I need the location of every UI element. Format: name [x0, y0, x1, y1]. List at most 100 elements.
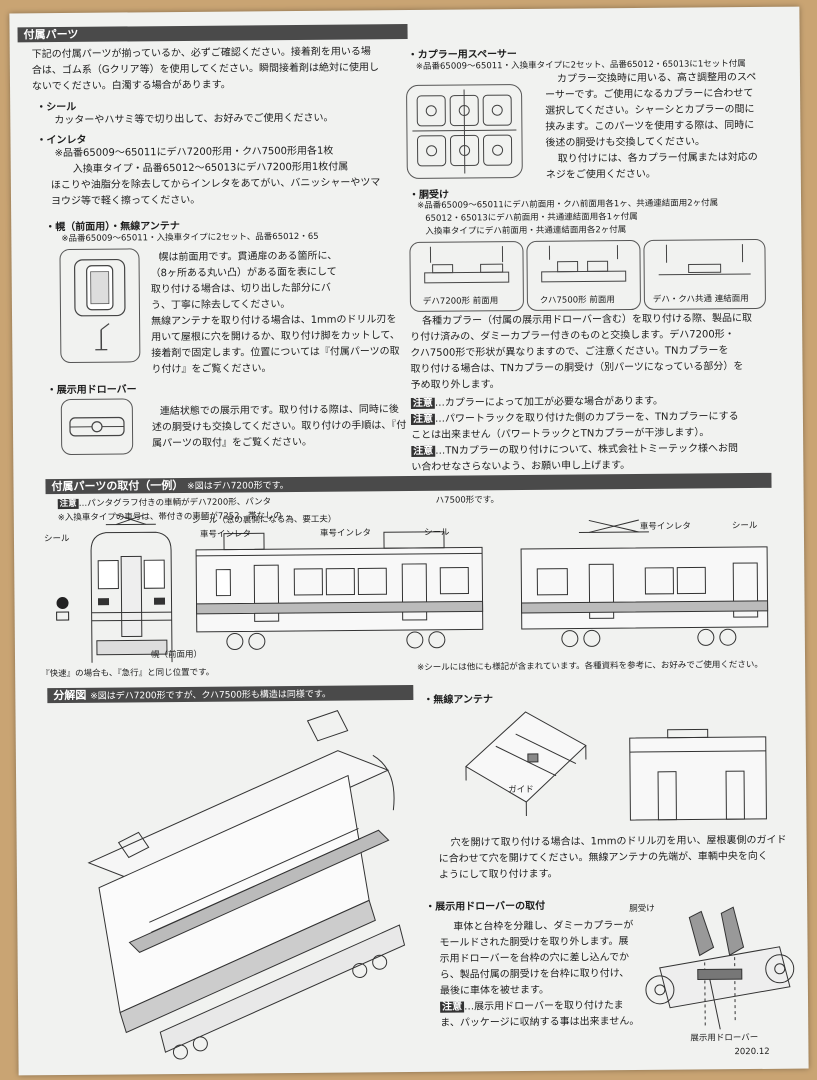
- horo-line-5: 無線アンテナを取り付ける場合は、1mmのドリル刃を: [151, 314, 397, 328]
- drawbar-install-line-4: ら、製品付属の胴受けを台枠に取り付け、: [439, 968, 630, 981]
- drawbar-line-1: 連結状態での展示用です。取り付ける際は、同時に後: [159, 404, 399, 418]
- warn-line-2: 注意…パワートラックを取り付けた側のカプラーを、TNカプラーにする: [410, 411, 739, 425]
- coupler-line-3: クハ7500形で形状が異なりますので、ご注意ください。TNカプラーを: [410, 345, 729, 359]
- horo-line-1: 幌は前面用です。貫通扉のある箇所に、: [158, 250, 338, 264]
- dou-deha-drawing: [424, 246, 510, 284]
- dou-common-drawing: [658, 244, 751, 276]
- warn-line-4: 注意…TNカプラーの取り付けについて、株式会社トミーテック様へお問: [411, 443, 739, 457]
- section-title-parts: 付属パーツ: [17, 23, 408, 43]
- label-seal-2: シール（窓の裏側になる為、要工夫）: [191, 514, 337, 526]
- dou-heading: ・胴受け: [408, 189, 450, 201]
- kaisoku-note: 『快速』の場合も、『急行』と同じ位置です。: [41, 667, 215, 680]
- drawbar-install-line-1: 車体と台枠を分離し、ダミーカプラーが: [453, 920, 634, 933]
- warn-badge: 注意: [410, 397, 435, 409]
- dou-kuha-drawing: [541, 245, 627, 283]
- dou-kuha-front-illustration: クハ7500形 前面用: [526, 239, 641, 311]
- coupler-line-2: り付け済みの、ダミーカプラー付きのものと交換します。デハ7200形・: [410, 329, 735, 343]
- seal-heading: ・シール: [36, 101, 77, 114]
- intro-line-3: ないでください。白濁する場合があります。: [31, 79, 231, 93]
- exploded-view-drawing: [87, 710, 406, 1060]
- spacer-drawing: [412, 89, 517, 174]
- kaisoku-badge-icon: [56, 597, 70, 621]
- horo-note: ※品番65009〜65011・入換車タイプに2セット、品番65012・65: [61, 231, 319, 245]
- train-side-view-deha: [195, 531, 484, 651]
- seal-text: カッターやハサミ等で切り出して、お好みでご使用ください。: [54, 112, 334, 127]
- spacer-line-2: ーサーです。ご使用になるカプラーに合わせて: [545, 87, 754, 101]
- dou-note-3: 入換車タイプにデハ前面用・共通連結面用各2ヶ付属: [425, 225, 627, 237]
- drawbar-install-drawing: [645, 906, 795, 1030]
- warn-badge: 注意: [410, 413, 435, 425]
- drawbar-install-heading: ・展示用ドローバーの取付: [425, 900, 546, 913]
- spacer-line-3: 選択してください。シャーシとカプラーの間に: [545, 103, 755, 117]
- installation-warn-tail: ハ7500形です。: [435, 495, 499, 506]
- spacer-line-7: ネジをご使用ください。: [545, 168, 656, 181]
- spacer-line-6: 取り付けには、各カプラー付属または対応の: [557, 151, 758, 165]
- label-inleta-3: 車号インレタ: [639, 521, 691, 532]
- seal-usage-note: ※シールには他にも様記が含まれています。各種資料を参考に、お好みでご使用ください…: [417, 659, 763, 673]
- intro-line-2: 合は、ゴム系（Gクリア等）を使用してください。瞬間接着剤は絶対に使用し: [31, 62, 380, 77]
- spacer-heading: ・カプラー用スペーサー: [407, 49, 517, 61]
- antenna-line-3: ようにして取り付けます。: [438, 868, 558, 881]
- label-dou: 胴受け: [629, 903, 655, 915]
- warn-line-5: い合わせなさらないよう、お願い申し上げます。: [411, 460, 631, 473]
- inleta-line-4: ヨウジ等で軽く擦ってください。: [50, 194, 201, 208]
- antenna-roof-drawing: [465, 711, 587, 816]
- warn-line-3: ことは出来ません（パワートラックとTNカプラーが干渉します）。: [411, 427, 710, 441]
- drawbar-heading: ・展示用ドローバー: [46, 384, 137, 397]
- spacer-line-5: 後述の胴受けも交換してください。: [545, 136, 705, 149]
- antenna-heading: ・無線アンテナ: [423, 694, 494, 706]
- print-date: 2020.12: [734, 1046, 770, 1058]
- section-title-installation: 付属パーツの取付（一例） ※図はデハ7200形です。: [45, 472, 772, 495]
- horo-line-4: う、丁寧に除去してください。: [150, 299, 291, 312]
- label-seal-1: シール: [43, 533, 70, 545]
- spacer-parts-illustration: [406, 83, 523, 180]
- drawbar-install-line-2: モールドされた胴受けを取り外します。展: [439, 936, 629, 949]
- inleta-heading: ・インレタ: [36, 134, 87, 147]
- dou-label-common: デハ・クハ共通 連結面用: [652, 294, 749, 305]
- drawbar-install-line-3: 示用ドローバーを台枠の穴に差し込んでか: [439, 952, 630, 965]
- label-guide: ガイド: [508, 784, 534, 796]
- train-side-view-kuha: [520, 519, 769, 648]
- label-inleta-1: 車号インレタ: [199, 529, 251, 540]
- train-front-view: [90, 513, 173, 663]
- coupler-line-1: 各種カプラー（付属の展示用ドローバー含む）を取り付ける際、製品に取: [422, 312, 753, 327]
- instruction-sheet: 付属パーツ 下記の付属パーツが揃っているか、必ずご確認ください。接着剤を用いる場…: [9, 6, 809, 1076]
- warn-badge: 注意: [411, 445, 436, 457]
- label-seal-4: シール: [731, 520, 758, 532]
- dou-deha-front-illustration: デハ7200形 前面用: [409, 240, 524, 312]
- label-seal-3: シール: [423, 527, 450, 538]
- label-inleta-2: 車号インレタ: [319, 528, 371, 539]
- antenna-line-2: に合わせて穴を開けてください。無線アンテナの先端が、車輌中央を向く: [438, 850, 768, 865]
- dou-common-illustration: デハ・クハ共通 連結面用: [643, 238, 766, 310]
- spacer-line-1: カプラー交換時に用いる、高さ調整用のスペ: [556, 71, 757, 85]
- warn-badge: 注意: [440, 1001, 465, 1013]
- horo-line-3: 取り付ける場合は、切り出した部分にバ: [150, 282, 331, 296]
- horo-line-8: り付け』をご覧ください。: [151, 363, 272, 376]
- coupler-line-4: 取り付ける場合は、TNカプラーの胴受け（別パーツになっている部分）を: [410, 361, 744, 375]
- drawbar-parts-illustration: [60, 398, 134, 456]
- section-title-exploded: 分解図 ※図はデハ7200形ですが、クハ7500形も構造は同様です。: [47, 684, 414, 704]
- antenna-line-1: 穴を開けて取り付ける場合は、1mmのドリル刃を用い、屋根裏側のガイド: [450, 834, 787, 849]
- antenna-position-drawing: [629, 728, 767, 821]
- drawbar-drawing: [69, 416, 125, 437]
- dou-label-kuha: クハ7500形 前面用: [539, 295, 615, 306]
- drawbar-install-warn-1: 注意…展示用ドローバーを取り付けたま: [440, 1000, 624, 1013]
- label-horo: 幌（前面用）: [150, 649, 203, 661]
- coupler-line-5: 予め取り外します。: [410, 379, 500, 391]
- horo-line-7: 接着剤で固定します。位置については『付属パーツの取: [151, 346, 400, 360]
- intro-line-1: 下記の付属パーツが揃っているか、必ずご確認ください。接着剤を用いる場: [31, 46, 371, 61]
- inleta-line-3: ほこりや油脂分を除去してからインレタをあてがい、バニッシャーやツマ: [50, 177, 381, 192]
- drawbar-line-2: 述の胴受けも交換してください。取り付けの手順は、『付: [151, 420, 407, 434]
- label-drawbar: 展示用ドローバー: [690, 1032, 759, 1044]
- spacer-line-4: 挟みます。このパーツを使用する際は、同時に: [545, 119, 755, 133]
- horo-heading: ・幌（前面用）・無線アンテナ: [45, 220, 180, 234]
- drawbar-install-line-5: 最後に車体を被せます。: [439, 984, 549, 997]
- drawbar-line-3: 属パーツの取付』をご覧ください。: [152, 436, 312, 450]
- horo-line-6: 用いて屋根に穴を開けるか、取り付け脚をカットして、: [151, 330, 400, 344]
- horo-parts-illustration: [59, 248, 141, 364]
- drawbar-install-warn-2: ま、パッケージに収納する事は出来ません。: [440, 1016, 640, 1029]
- horo-drawing: [74, 258, 126, 351]
- warn-badge: 注意: [57, 498, 79, 510]
- inleta-line-1: ※品番65009〜65011にデハ7200形用・クハ7500形用各1枚: [54, 145, 334, 160]
- warn-line-1: 注意…カプラーによって加工が必要な場合があります。: [410, 395, 664, 409]
